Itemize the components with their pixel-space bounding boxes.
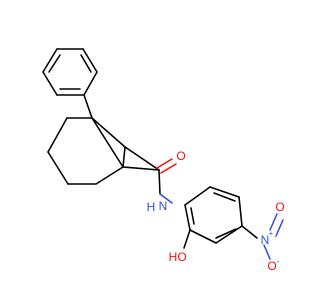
- double-bond-inner: [215, 228, 237, 239]
- molecule-canvas: O N H O H N + O O -: [42, 48, 285, 274]
- carbonyl-double-bond: [160, 163, 177, 174]
- carbonyl-oxygen-label: O: [176, 149, 185, 163]
- phenyl-ring: [42, 48, 98, 96]
- nitrophenol-ring: [183, 186, 284, 260]
- bond: [83, 71, 98, 96]
- double-bond-inner: [190, 207, 195, 225]
- bond: [122, 146, 126, 168]
- bond: [83, 94, 93, 119]
- bond: [91, 117, 126, 148]
- nitro-bond: [263, 244, 271, 260]
- double-bond-inner: [48, 54, 61, 73]
- bond: [124, 146, 160, 171]
- amide-nitrogen-label: N: [159, 199, 168, 213]
- double-bond-inner: [80, 54, 92, 73]
- bicyclic-core: [47, 94, 160, 185]
- double-bond-inner: [213, 192, 236, 202]
- bond: [159, 193, 173, 204]
- nitro-negative-charge: -: [277, 257, 280, 266]
- carbonyl-double-bond: [156, 158, 173, 169]
- hydroxyl-oxygen-label: O: [177, 250, 186, 264]
- bond: [241, 225, 258, 239]
- hydroxyl-hydrogen-label: H: [169, 250, 178, 264]
- bond: [209, 186, 240, 198]
- bond: [95, 166, 124, 185]
- bond: [122, 166, 160, 171]
- bond: [91, 117, 124, 168]
- bond: [158, 169, 161, 195]
- bond: [238, 196, 243, 227]
- bond: [189, 229, 217, 244]
- bond: [47, 151, 69, 185]
- bond: [82, 48, 98, 73]
- nitro-oxygen-upper-label: O: [275, 200, 284, 214]
- nitro-nitrogen-label: N: [261, 233, 270, 247]
- bond: [184, 204, 191, 231]
- amide-group: [156, 158, 177, 204]
- molecule-structure: O N H O H N + O O -: [42, 48, 285, 273]
- nitro-bond: [275, 219, 284, 237]
- nitro-oxygen-lower-label: O: [267, 259, 276, 273]
- bond: [47, 117, 68, 153]
- nitro-bond: [269, 213, 278, 231]
- bond: [215, 225, 243, 244]
- bond: [42, 71, 58, 96]
- bond: [184, 186, 211, 206]
- amide-hydrogen-label: H: [147, 200, 156, 214]
- bond: [183, 229, 191, 249]
- bond: [42, 48, 58, 73]
- nitro-positive-charge: +: [269, 229, 274, 238]
